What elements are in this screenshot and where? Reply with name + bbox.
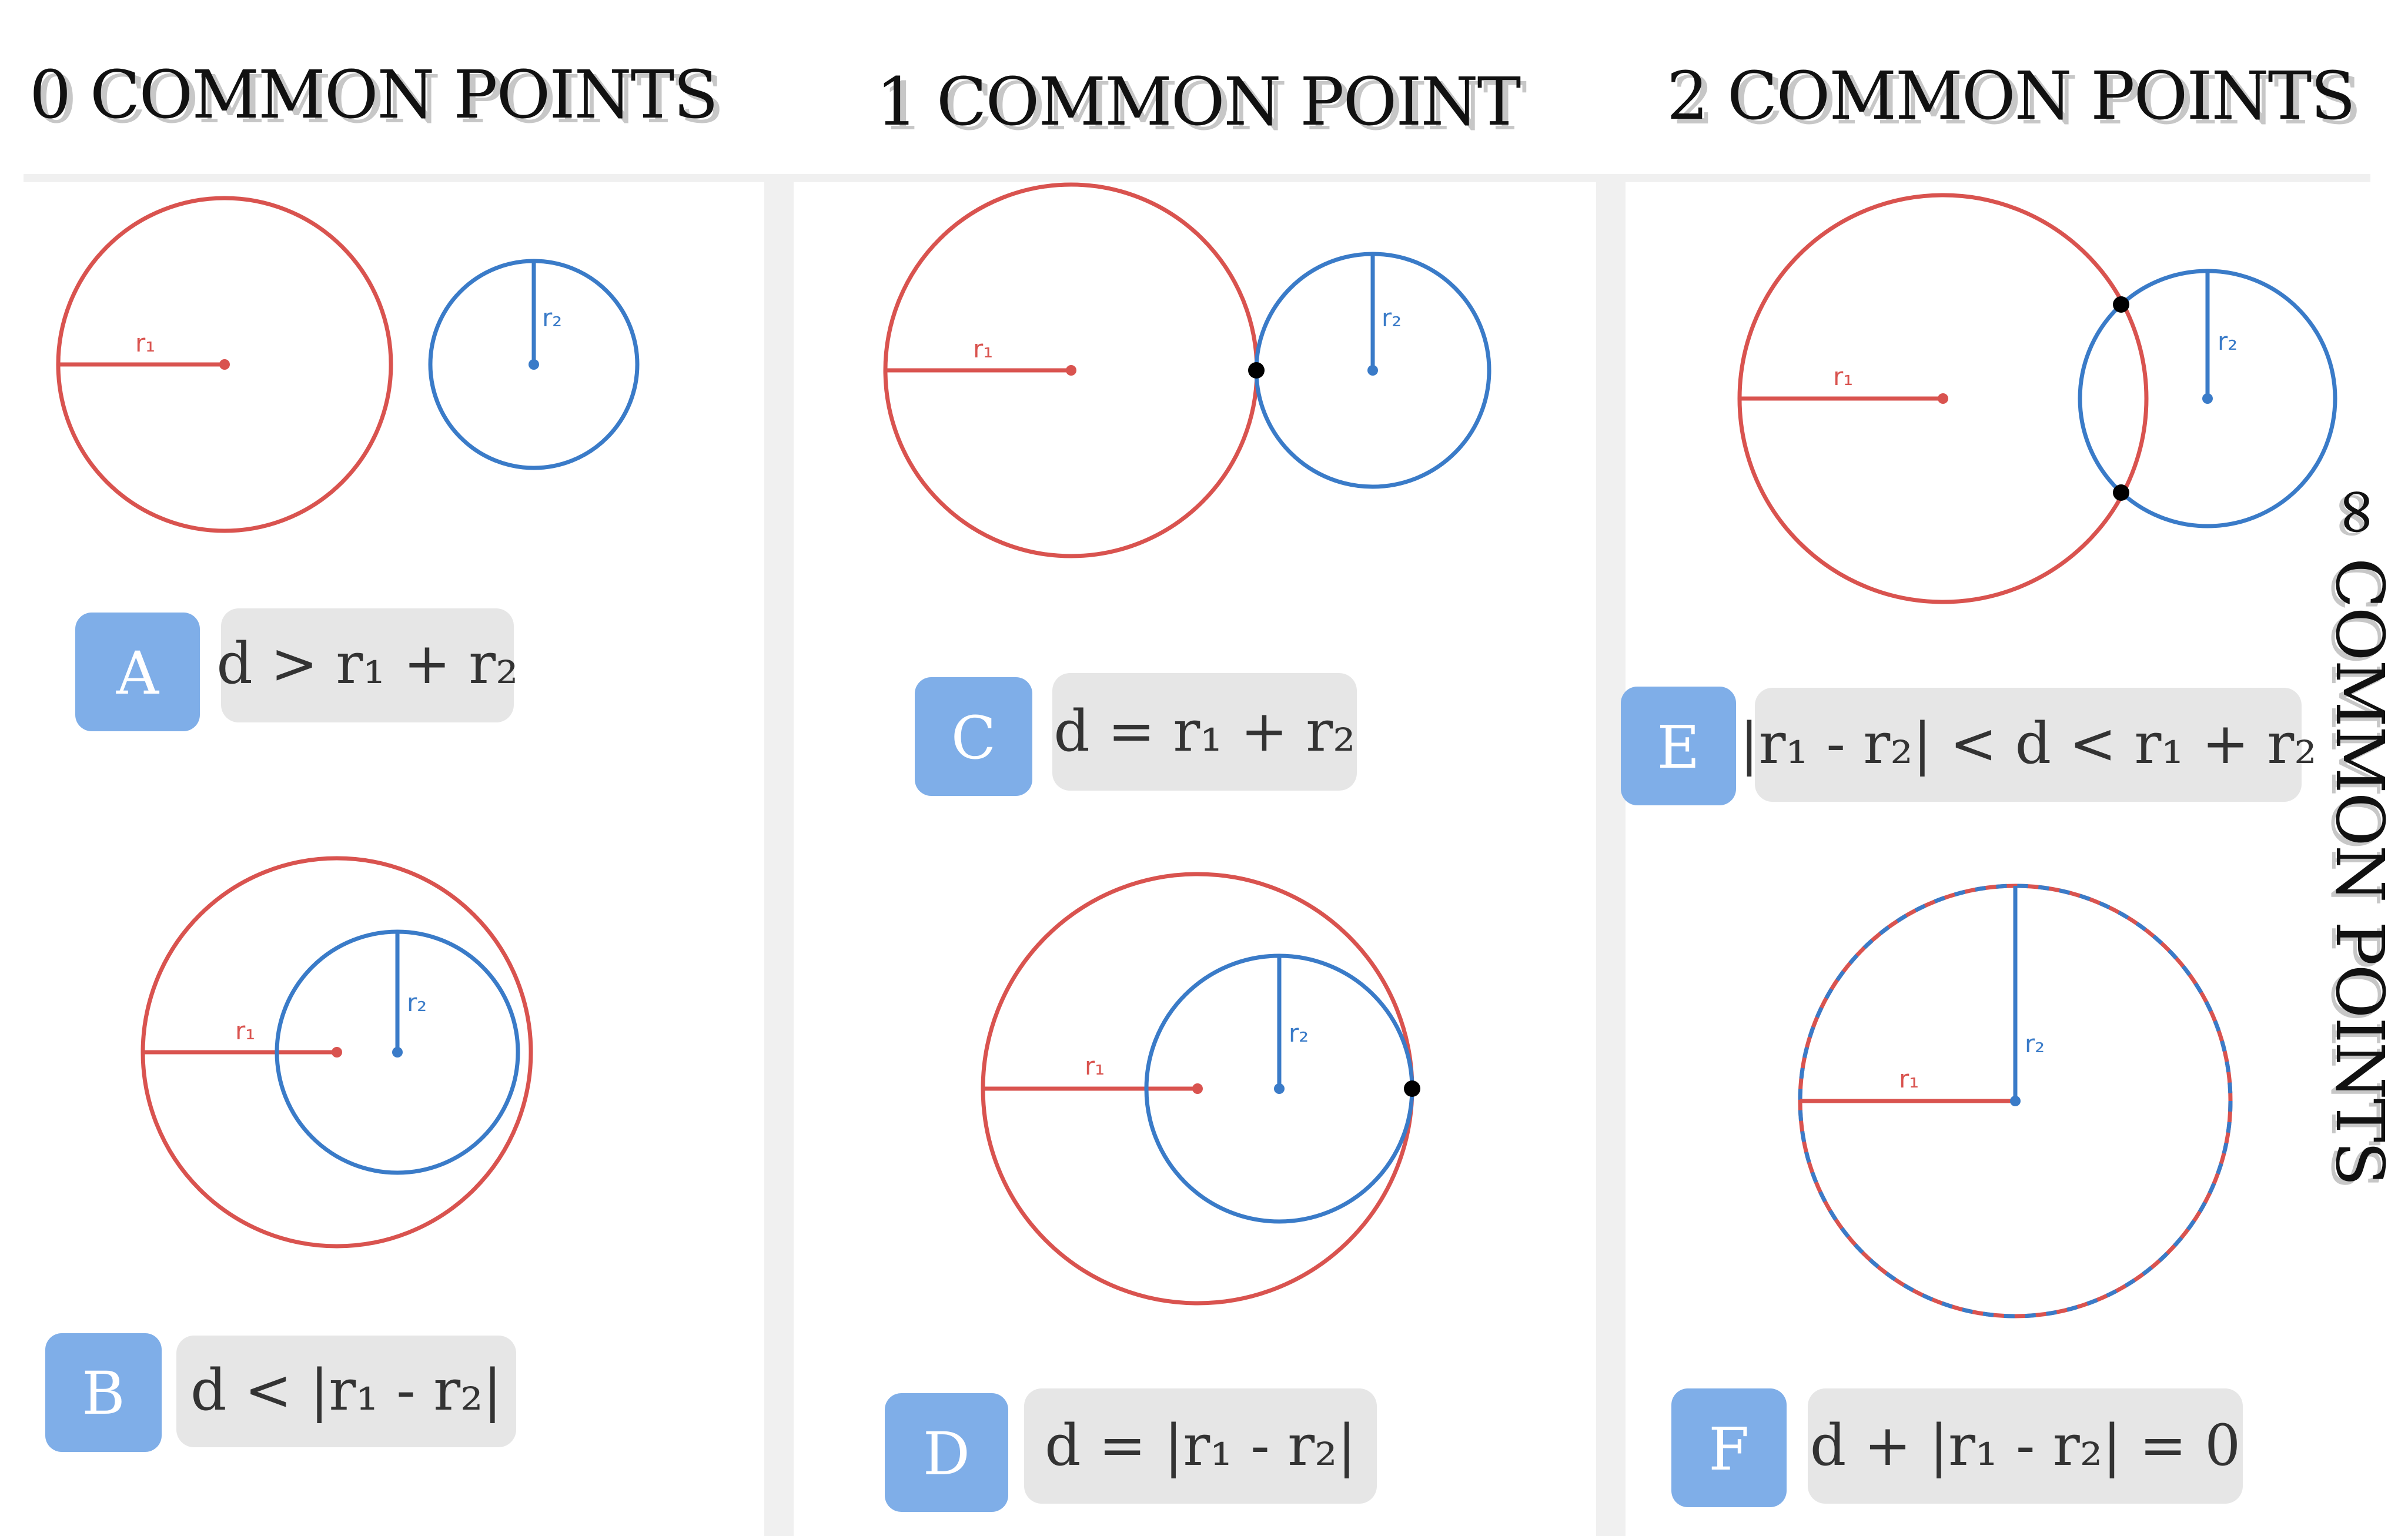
badge-letter-a: A xyxy=(116,639,160,708)
center-r1 xyxy=(1066,365,1076,376)
radius-label-r2: r₂ xyxy=(2218,327,2238,356)
top-divider xyxy=(24,174,2370,182)
radius-label-r1: r₁ xyxy=(973,334,993,363)
center-r1 xyxy=(1938,393,1948,404)
formula-box-f xyxy=(1808,1388,2243,1504)
radius-label-r2: r₂ xyxy=(407,988,427,1017)
badge-c xyxy=(915,677,1032,796)
formula-f: d + |r₁ - r₂| = 0 xyxy=(1810,1413,2240,1478)
radius-label-r1: r₁ xyxy=(235,1016,255,1045)
badge-b xyxy=(45,1333,162,1452)
formula-b: d < |r₁ - r₂| xyxy=(190,1357,502,1423)
diagram-case-a: r₁ r₂ xyxy=(56,196,640,533)
badge-f xyxy=(1671,1388,1787,1507)
center-r2 xyxy=(392,1047,403,1058)
diagram-case-f: r₁ r₂ xyxy=(1798,884,2233,1319)
radius-label-r1: r₁ xyxy=(1085,1052,1105,1080)
formula-d: d = |r₁ - r₂| xyxy=(1045,1413,1356,1478)
heading-infinite-shadow: ∞ COMMON POINTS xyxy=(2316,488,2393,1189)
radius-label-r2: r₂ xyxy=(2025,1029,2045,1058)
heading-two-common-points: 2 COMMON POINTS xyxy=(1667,58,2355,135)
radius-label-r1: r₁ xyxy=(1833,362,1853,391)
badge-letter-c: C xyxy=(951,704,996,772)
badge-letter-f: F xyxy=(1708,1415,1749,1484)
common-point xyxy=(1404,1080,1420,1097)
common-point-bottom xyxy=(2113,484,2129,501)
common-point-top xyxy=(2113,296,2129,313)
column-divider-left xyxy=(764,182,794,1536)
radius-label-r1: r₁ xyxy=(135,329,155,357)
center-r1 xyxy=(219,359,230,370)
circle-r2 xyxy=(1798,884,2233,1319)
formula-box-e xyxy=(1755,688,2302,802)
radius-label-r1: r₁ xyxy=(1899,1065,1919,1093)
heading-one-common-point: 1 COMMON POINT xyxy=(876,64,1521,140)
common-point xyxy=(1248,362,1265,379)
heading-infinite-common-points: ∞ COMMON POINTS xyxy=(2321,484,2397,1185)
center-r2 xyxy=(2202,393,2213,404)
radius-label-r2: r₂ xyxy=(542,303,562,332)
column-divider-right xyxy=(1596,182,1626,1536)
badge-letter-d: D xyxy=(923,1420,970,1488)
formula-a: d > r₁ + r₂ xyxy=(216,631,518,697)
badge-a xyxy=(75,613,200,731)
badge-d xyxy=(885,1393,1008,1512)
center xyxy=(2010,1096,2021,1106)
badge-letter-b: B xyxy=(82,1359,125,1428)
center-r1 xyxy=(1192,1083,1203,1094)
center-r2 xyxy=(529,359,539,370)
formula-c: d = r₁ + r₂ xyxy=(1054,698,1355,764)
diagram-case-d: r₁ r₂ xyxy=(981,872,1420,1306)
center-r2 xyxy=(1274,1083,1285,1094)
heading-two-shadow: 2 COMMON POINTS xyxy=(1673,63,2360,139)
formula-e: |r₁ - r₂| < d < r₁ + r₂ xyxy=(1740,711,2317,777)
formula-box-b xyxy=(176,1336,516,1447)
heading-zero-common-points: 0 COMMON POINTS xyxy=(29,57,717,133)
diagram-case-e: r₁ r₂ xyxy=(1737,193,2337,604)
badge-e xyxy=(1621,687,1736,805)
center-r1 xyxy=(332,1047,342,1058)
badge-letter-e: E xyxy=(1657,713,1700,782)
formula-box-d xyxy=(1024,1388,1377,1504)
radius-label-r2: r₂ xyxy=(1289,1019,1309,1048)
radius-label-r2: r₂ xyxy=(1382,303,1402,332)
diagram-case-b: r₁ r₂ xyxy=(141,856,533,1249)
center-r2 xyxy=(1367,365,1378,376)
heading-one-shadow: 1 COMMON POINT xyxy=(882,69,1527,145)
heading-zero-shadow: 0 COMMON POINTS xyxy=(35,62,723,138)
formula-box-c xyxy=(1052,673,1357,791)
diagram-case-c: r₁ r₂ xyxy=(883,182,1491,558)
formula-box-a xyxy=(221,608,514,722)
